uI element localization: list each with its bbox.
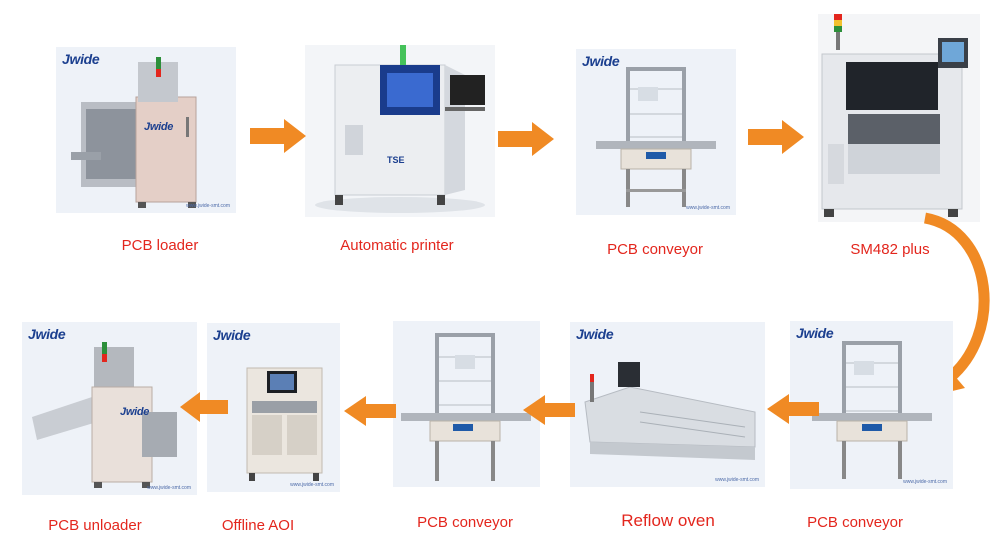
arrow-left-icon <box>523 395 575 425</box>
aoi-machine-icon <box>246 367 323 481</box>
arrow-right-icon <box>498 122 554 156</box>
website-text: www.jwide-smt.com <box>290 482 334 488</box>
printer-marking: TSE <box>387 155 405 165</box>
loader-machine-icon <box>71 57 197 208</box>
conveyor-machine-icon <box>812 341 932 479</box>
pcb-conveyor-image: Jwide www.jwide-smt.com <box>576 49 736 215</box>
printer-machine-icon <box>315 45 485 213</box>
website-text: www.jwide-smt.com <box>686 205 730 211</box>
brand-logo: Jwide <box>576 326 614 342</box>
reflow-oven-machine-icon <box>584 362 756 460</box>
conveyor-machine-icon <box>401 333 531 481</box>
step-label: PCB unloader <box>48 517 142 534</box>
website-text: www.jwide-smt.com <box>186 203 230 209</box>
brand-logo: Jwide <box>796 325 834 341</box>
brand-logo: Jwide <box>62 51 100 67</box>
pcb-loader-image: Jwide Jwide www.jwide-smt.com <box>56 47 236 213</box>
step-label: Automatic printer <box>340 237 454 254</box>
machine-badge: Jwide <box>144 121 174 133</box>
pcb-conveyor-image <box>393 321 540 487</box>
sm482-plus-image <box>818 14 980 222</box>
brand-logo: Jwide <box>28 326 66 342</box>
arrow-left-icon <box>767 394 819 424</box>
step-label: Offline AOI <box>221 517 295 534</box>
conveyor-machine-icon <box>596 67 716 207</box>
step-label: Reflow oven <box>621 511 715 530</box>
website-text: www.jwide-smt.com <box>147 485 191 491</box>
machine-badge: Jwide <box>120 406 150 418</box>
brand-logo: Jwide <box>213 327 251 343</box>
step-label: PCB conveyor <box>417 514 513 531</box>
pcb-unloader-image: Jwide Jwide www.jwide-smt.com <box>22 322 197 495</box>
website-text: www.jwide-smt.com <box>715 477 759 483</box>
unloader-machine-icon <box>32 342 177 488</box>
arrow-right-icon <box>250 119 306 153</box>
reflow-oven-image: Jwide www.jwide-smt.com <box>570 322 765 487</box>
step-label: PCB conveyor <box>807 514 903 531</box>
arrow-left-icon <box>180 392 228 422</box>
arrow-right-icon <box>748 120 804 154</box>
brand-logo: Jwide <box>582 53 620 69</box>
arrow-left-icon <box>344 396 396 426</box>
offline-aoi-image: Jwide www.jwide-smt.com <box>207 323 340 492</box>
step-label: PCB conveyor <box>607 241 703 258</box>
step-label: PCB loader <box>121 237 199 254</box>
step-label: SM482 plus <box>850 241 930 258</box>
website-text: www.jwide-smt.com <box>903 479 947 485</box>
automatic-printer-image: TSE <box>305 45 495 217</box>
pick-and-place-machine-icon <box>821 14 968 217</box>
